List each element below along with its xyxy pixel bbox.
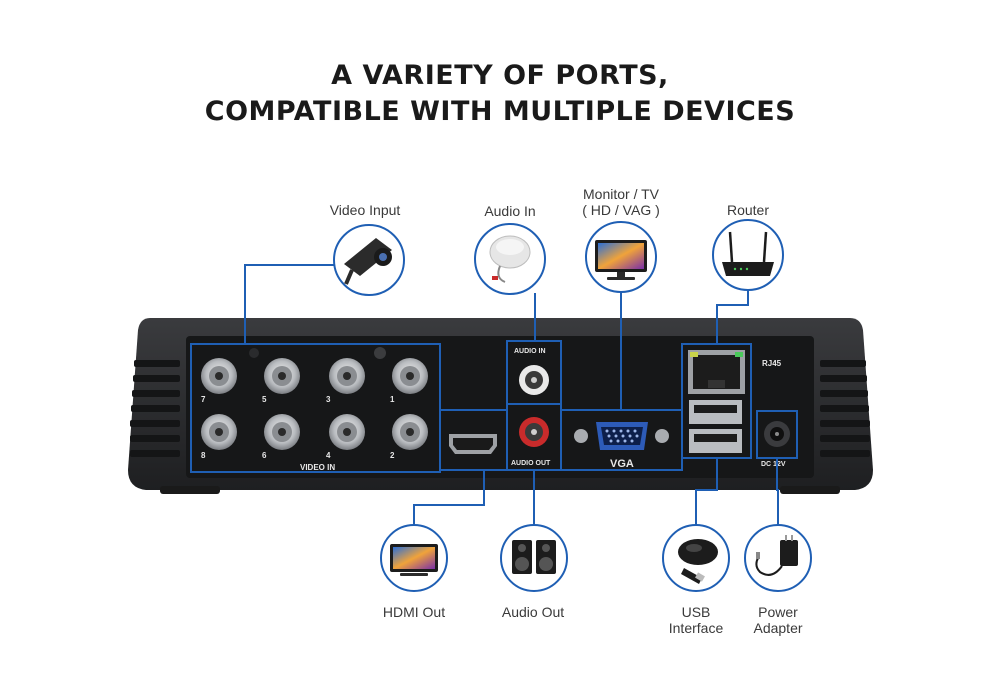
connector-lines	[244, 264, 779, 530]
audio-out-device	[500, 524, 568, 592]
bnc-connector	[201, 414, 237, 450]
caption-usb: USB Interface	[669, 604, 723, 636]
caption-usb-line-2: Interface	[668, 620, 724, 636]
bnc-connector	[392, 414, 428, 450]
caption-power-line-2: Adapter	[753, 620, 803, 636]
usb-port	[689, 429, 742, 453]
audio-in-rca-port	[519, 365, 549, 395]
caption-audio-in: Audio In	[484, 203, 536, 219]
bnc-connector	[264, 414, 300, 450]
speakers-icon	[512, 540, 556, 574]
bnc-number-1: 1	[390, 395, 395, 404]
audio-out-label: AUDIO OUT	[511, 460, 551, 467]
caption-router: Router	[726, 202, 770, 218]
bnc-connector	[329, 358, 365, 394]
headline-line-2: COMPATIBLE WITH MULTIPLE DEVICES	[204, 96, 796, 127]
dc-label: DC 12V	[761, 461, 786, 468]
caption-video-input: Video Input	[329, 202, 401, 218]
bnc-number-8: 8	[201, 451, 206, 460]
caption-usb-line-1: USB	[681, 604, 711, 620]
vga-label: VGA	[610, 458, 634, 470]
rj45-port	[688, 350, 745, 394]
caption-power: Power Adapter	[753, 604, 802, 636]
audio-out-rca-port	[519, 417, 549, 447]
bnc-number-2: 2	[390, 451, 395, 460]
caption-monitor-line-2: ( HD / VAG )	[582, 202, 660, 218]
usb-device	[662, 524, 730, 592]
mouse-usb-icon	[678, 539, 718, 584]
caption-hdmi-out: HDMI Out	[382, 604, 446, 620]
microphone-icon	[489, 235, 531, 283]
bnc-connector	[392, 358, 428, 394]
video-in-label: VIDEO IN	[300, 463, 335, 472]
caption-audio-out: Audio Out	[501, 604, 565, 620]
bnc-connector	[201, 358, 237, 394]
cctv-camera-icon	[344, 238, 392, 285]
monitor-icon	[595, 240, 647, 280]
tv-icon	[390, 544, 438, 576]
screw-icon	[574, 429, 588, 443]
bnc-number-5: 5	[262, 395, 267, 404]
usb-port	[689, 400, 742, 424]
caption-monitor: Monitor / TV ( HD / VAG )	[582, 186, 660, 218]
monitor-device	[585, 221, 657, 293]
screw-icon	[374, 347, 386, 359]
screw-icon	[655, 429, 669, 443]
video-input-device	[333, 224, 405, 296]
router-device	[712, 219, 784, 291]
router-icon	[722, 231, 774, 276]
hdmi-out-device	[380, 524, 448, 592]
video-in-port-group	[190, 343, 441, 473]
rj45-label: RJ45	[762, 359, 782, 368]
bnc-number-3: 3	[326, 395, 331, 404]
bnc-connector	[264, 358, 300, 394]
audio-in-device	[474, 223, 546, 295]
power-adapter-icon	[755, 535, 798, 576]
bnc-number-6: 6	[262, 451, 267, 460]
bnc-number-7: 7	[201, 395, 206, 404]
caption-power-line-1: Power	[758, 604, 798, 620]
dc-jack	[764, 421, 790, 447]
bnc-connectors	[201, 358, 428, 450]
audio-in-label: AUDIO IN	[514, 348, 546, 355]
power-device	[744, 524, 812, 592]
bnc-connector	[329, 414, 365, 450]
caption-monitor-line-1: Monitor / TV	[583, 186, 659, 202]
headline-line-1: A VARIETY OF PORTS,	[331, 60, 669, 91]
bnc-number-4: 4	[326, 451, 331, 460]
